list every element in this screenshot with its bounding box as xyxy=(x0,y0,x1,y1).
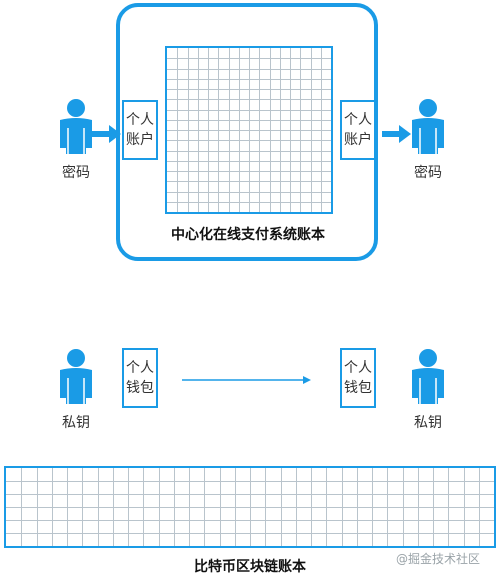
grid-line xyxy=(387,468,389,546)
wallet-label-line1: 个人 xyxy=(126,360,154,376)
grid-line xyxy=(51,468,53,546)
blockchain-ledger-caption: 比特币区块链账本 xyxy=(194,559,306,575)
grid-line xyxy=(187,48,189,212)
grid-line xyxy=(249,48,250,212)
account-label-line1: 个人 xyxy=(126,112,154,128)
grid-line xyxy=(158,468,160,546)
grid-line xyxy=(82,468,84,546)
grid-line xyxy=(311,468,312,546)
grid-line xyxy=(143,468,145,546)
grid-line xyxy=(341,468,343,546)
grid-line xyxy=(265,468,267,546)
grid-line xyxy=(417,468,419,546)
user-icon xyxy=(412,349,444,404)
left-user-private-key-label: 私钥 xyxy=(62,415,90,431)
user-icon xyxy=(412,99,444,154)
account-label-line2: 账户 xyxy=(126,132,154,148)
grid-line xyxy=(173,468,175,546)
grid-line xyxy=(177,48,179,212)
grid-line xyxy=(463,468,465,546)
centralized-ledger-grid xyxy=(165,46,333,214)
arrow-right-icon xyxy=(382,125,411,143)
grid-line xyxy=(36,468,38,546)
right-personal-wallet-box: 个人 钱包 xyxy=(340,348,376,408)
grid-line xyxy=(228,48,230,212)
grid-line xyxy=(326,468,328,546)
wallet-label-line2: 钱包 xyxy=(126,380,154,396)
user-icon xyxy=(60,99,92,154)
grid-line xyxy=(128,468,129,546)
user-icon xyxy=(60,349,92,404)
wallet-label-line1: 个人 xyxy=(344,360,372,376)
grid-line xyxy=(402,468,404,546)
grid-line xyxy=(219,468,221,546)
grid-line xyxy=(234,468,236,546)
grid-line xyxy=(259,48,261,212)
grid-line xyxy=(250,468,251,546)
grid-line xyxy=(372,468,373,546)
grid-line xyxy=(97,468,99,546)
watermark-text: @掘金技术社区 xyxy=(396,552,481,566)
grid-line xyxy=(300,48,302,212)
left-personal-account-box: 个人 账户 xyxy=(122,100,158,160)
grid-line xyxy=(67,468,68,546)
wallet-label-line2: 钱包 xyxy=(344,380,372,396)
account-label-line2: 账户 xyxy=(344,132,372,148)
grid-line xyxy=(238,48,240,212)
grid-line xyxy=(218,48,220,212)
grid-line xyxy=(356,468,358,546)
blockchain-ledger-grid xyxy=(4,466,496,548)
grid-line xyxy=(478,468,480,546)
grid-line xyxy=(295,468,297,546)
grid-line xyxy=(433,468,434,546)
grid-line xyxy=(310,48,312,212)
grid-line xyxy=(320,48,322,212)
grid-line xyxy=(448,468,450,546)
arrow-right-icon xyxy=(92,125,121,143)
grid-line xyxy=(189,468,190,546)
left-user-password-label: 密码 xyxy=(62,165,90,181)
grid-line xyxy=(280,468,282,546)
grid-line xyxy=(290,48,291,212)
centralized-ledger-caption: 中心化在线支付系统账本 xyxy=(171,227,325,243)
right-user-password-label: 密码 xyxy=(414,165,442,181)
transfer-arrow-icon xyxy=(182,376,311,384)
left-personal-wallet-box: 个人 钱包 xyxy=(122,348,158,408)
grid-line xyxy=(269,48,271,212)
grid-line xyxy=(279,48,281,212)
right-personal-account-box: 个人 账户 xyxy=(340,100,376,160)
grid-line xyxy=(112,468,114,546)
grid-line xyxy=(197,48,199,212)
grid-line xyxy=(204,468,206,546)
account-label-line1: 个人 xyxy=(344,112,372,128)
grid-line xyxy=(21,468,23,546)
right-user-private-key-label: 私钥 xyxy=(414,415,442,431)
grid-line xyxy=(208,48,209,212)
